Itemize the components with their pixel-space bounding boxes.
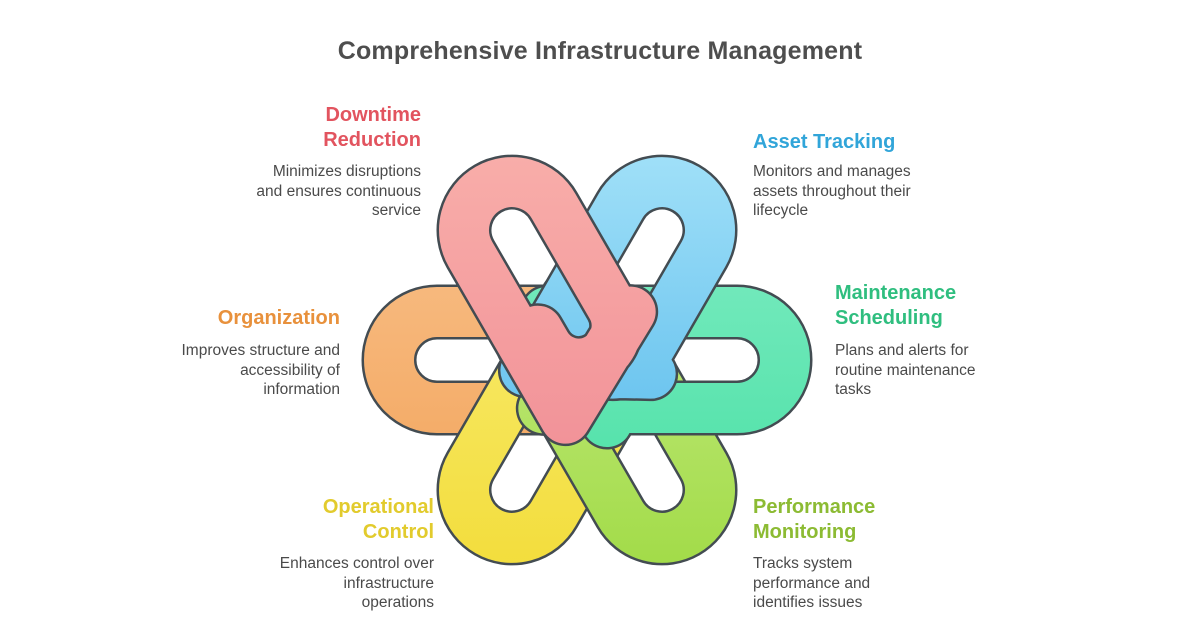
section-heading-asset: Asset Tracking — [753, 131, 896, 153]
section-description-downtime: Minimizes disruptions and ensures contin… — [256, 163, 421, 219]
section-heading-organization: Organization — [217, 307, 340, 329]
section-description-operational: Enhances control over infrastructure ope… — [279, 555, 434, 611]
page-title: Comprehensive Infrastructure Management — [337, 37, 863, 65]
section-heading-operational: Operational Control — [322, 496, 434, 543]
section-description-organization: Improves structure and accessibility of … — [181, 342, 340, 398]
section-heading-performance: Performance Monitoring — [753, 496, 876, 543]
section-heading-maintenance: Maintenance Scheduling — [835, 282, 957, 329]
section-description-maintenance: Plans and alerts for routine maintenance… — [835, 342, 976, 398]
section-description-performance: Tracks system performance and identifies… — [753, 555, 871, 611]
section-heading-downtime: Downtime Reduction — [323, 104, 421, 151]
section-description-asset: Monitors and manages assets throughout t… — [753, 163, 911, 219]
